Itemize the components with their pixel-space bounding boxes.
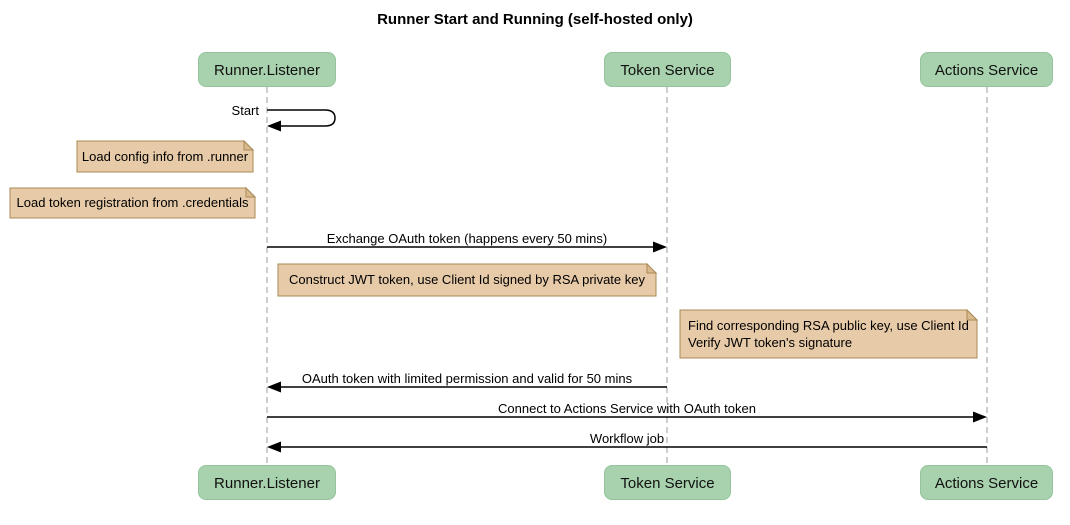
note-shape-load-config (76, 140, 254, 173)
note-fold-icon (245, 186, 257, 198)
note-line-2: Verify JWT token's signature (688, 335, 853, 350)
arrowhead-right-icon (653, 241, 667, 253)
note-line-1: Find corresponding RSA public key, use C… (688, 318, 969, 333)
message-label-connect-actions: Connect to Actions Service with OAuth to… (498, 401, 756, 416)
message-label-exchange-oauth: Exchange OAuth token (happens every 50 m… (326, 231, 608, 246)
participant-actions-service-bottom: Actions Service (920, 465, 1053, 500)
participant-runner-listener-bottom: Runner.Listener (198, 465, 336, 500)
message-label-start: Start (231, 103, 259, 118)
note-label-construct-jwt: Construct JWT token, use Client Id signe… (289, 272, 645, 287)
participant-token-service-top: Token Service (604, 52, 731, 87)
diagram-title: Runner Start and Running (self-hosted on… (377, 11, 693, 28)
arrowhead-left-icon (267, 381, 281, 393)
arrowhead-right-icon (973, 411, 987, 423)
self-message-arrow (267, 109, 336, 127)
note-shape-load-token (9, 187, 256, 219)
participant-actions-service-top: Actions Service (920, 52, 1053, 87)
participant-token-service-bottom: Token Service (604, 465, 731, 500)
note-shape-construct-jwt (277, 263, 657, 297)
arrowhead-left-icon (267, 441, 281, 453)
note-fold-icon (646, 262, 658, 274)
note-label-load-config: Load config info from .runner (81, 149, 249, 164)
message-label-oauth-token: OAuth token with limited permission and … (301, 371, 633, 386)
message-label-workflow-job: Workflow job (589, 431, 665, 446)
note-label-load-token: Load token registration from .credential… (16, 195, 249, 210)
note-fold-icon (243, 139, 255, 151)
participant-runner-listener-top: Runner.Listener (198, 52, 336, 87)
note-fold-icon (966, 308, 979, 321)
note-shape-verify-jwt (679, 309, 978, 359)
note-label-verify-jwt: Find corresponding RSA public key, use C… (688, 317, 973, 351)
self-message-arrowhead-icon (267, 120, 281, 132)
